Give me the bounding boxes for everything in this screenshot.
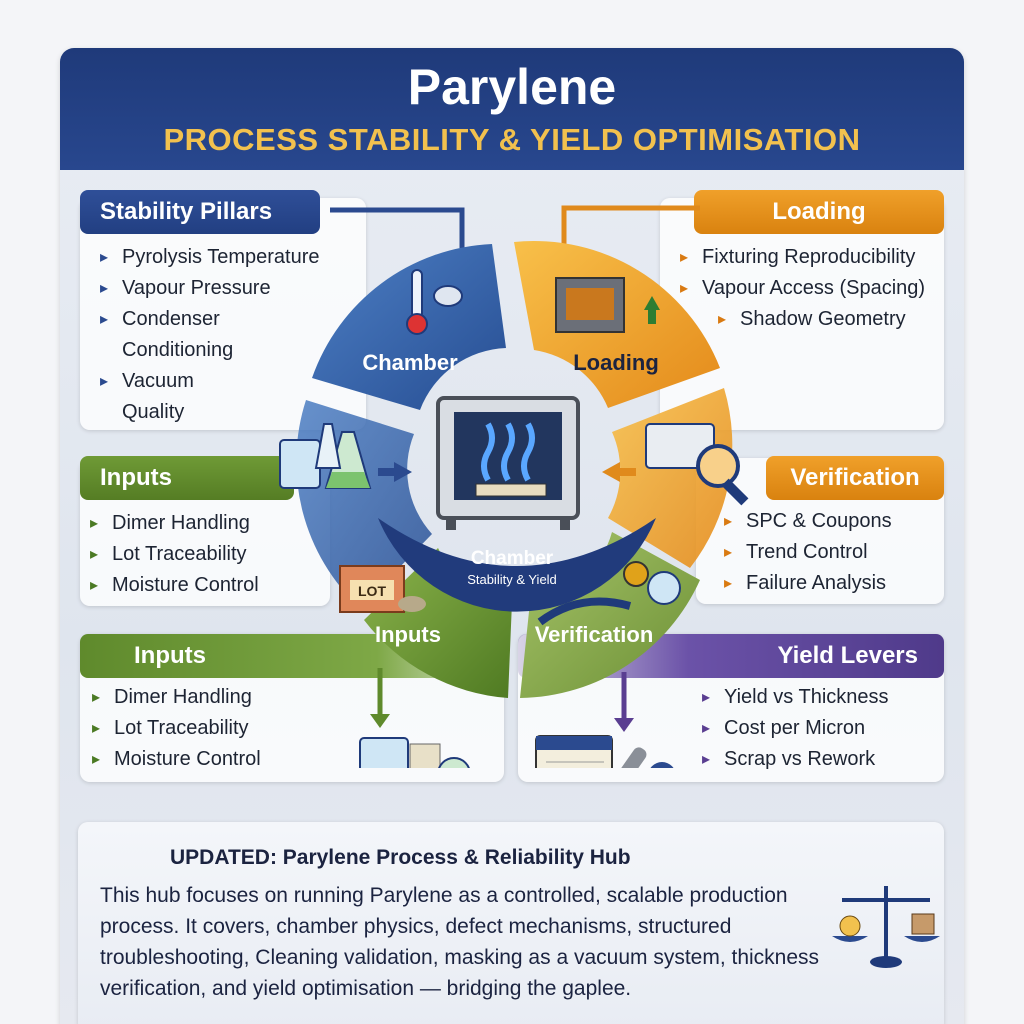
loading-list: Fixturing Reproducibility Vapour Access …: [680, 242, 944, 335]
poster: Parylene PROCESS STABILITY & YIELD OPTIM…: [60, 48, 964, 1024]
verification-card: Verification SPC & Coupons Trend Control…: [696, 456, 944, 604]
yield-levers-card: Yield Levers Yield vs Thickness Cost per…: [518, 634, 944, 782]
wheel-label-verification: Verification: [534, 622, 654, 647]
lot-box-icon: LOT: [339, 565, 426, 613]
lot-label: LOT: [358, 583, 386, 599]
header: Parylene PROCESS STABILITY & YIELD OPTIM…: [60, 48, 964, 170]
page-title: Parylene: [407, 59, 617, 115]
arrow-icon: [394, 462, 412, 482]
inputs-list-bottom: Dimer Handling Lot Traceability Moisture…: [92, 682, 392, 775]
crate-icon: [555, 277, 660, 333]
yield-levers-list: Yield vs Thickness Cost per Micron Scrap…: [702, 682, 942, 775]
arrow-icon: [602, 462, 620, 482]
list-item: Shadow Geometry: [718, 304, 944, 335]
wheel-label-loading: Loading: [573, 350, 659, 375]
list-item: Yield vs Thickness: [702, 682, 942, 713]
list-item: Moisture Control: [90, 570, 330, 601]
list-item: Fixturing Reproducibility: [680, 242, 944, 273]
list-item: Dimer Handling: [92, 682, 392, 713]
verification-heading: Verification: [766, 456, 944, 500]
connector-line: [561, 205, 700, 248]
list-item: Vapour Access (Spacing): [680, 273, 944, 304]
scale-icon: [832, 886, 940, 968]
flask-icon: [279, 423, 372, 489]
magnifier-icon: [645, 423, 749, 506]
list-item: Failure Analysis: [724, 568, 944, 599]
process-wheel: LOT: [279, 205, 749, 768]
hub-card: UPDATED: Parylene Process & Reliability …: [78, 822, 944, 1024]
wheel-label-chamber: Chamber: [362, 350, 458, 375]
list-item: Dimer Handling: [90, 508, 330, 539]
gear-flask-icon: [537, 561, 681, 626]
list-item: SPC & Coupons: [724, 506, 944, 537]
wheel-segment-verification: [520, 532, 700, 698]
hub-title: UPDATED: Parylene Process & Reliability …: [170, 846, 631, 869]
list-item: Trend Control: [724, 537, 944, 568]
connector-line: [330, 207, 465, 248]
inputs-list-top: Dimer Handling Lot Traceability Moisture…: [90, 508, 330, 601]
calendar-icon: [535, 735, 613, 768]
list-item: Moisture Control: [92, 744, 392, 775]
loading-card: Loading Fixturing Reproducibility Vapour…: [660, 190, 944, 430]
list-item: Pyrolysis Temperature: [100, 242, 360, 273]
hub-text: This hub focuses on running Parylene as …: [100, 884, 820, 1000]
list-item: Lot Traceability: [90, 539, 330, 570]
verification-list: SPC & Coupons Trend Control Failure Anal…: [724, 506, 944, 599]
container-icon: [359, 737, 470, 768]
wheel-label-inputs: Inputs: [375, 622, 441, 647]
wrench-icon: [607, 747, 674, 768]
list-item: Scrap vs Rework: [702, 744, 942, 775]
inputs-heading-top: Inputs: [80, 456, 294, 500]
list-item: Vapour Pressure: [100, 273, 360, 304]
loading-heading: Loading: [694, 190, 944, 234]
stability-pillars-heading: Stability Pillars: [80, 190, 320, 234]
center-title: Chamber: [470, 548, 554, 569]
thermometer-icon: [406, 269, 463, 335]
center-band: [378, 518, 656, 612]
list-item: Cost per Micron: [702, 713, 942, 744]
stability-pillars-list: Pyrolysis Temperature Vapour Pressure Co…: [100, 242, 360, 428]
page-subtitle: PROCESS STABILITY & YIELD OPTIMISATION: [163, 122, 861, 157]
list-item: Lot Traceability: [92, 713, 392, 744]
center-subtitle: Stability & Yield: [467, 572, 557, 587]
stability-pillars-card: Stability Pillars Pyrolysis Temperature …: [80, 190, 366, 430]
